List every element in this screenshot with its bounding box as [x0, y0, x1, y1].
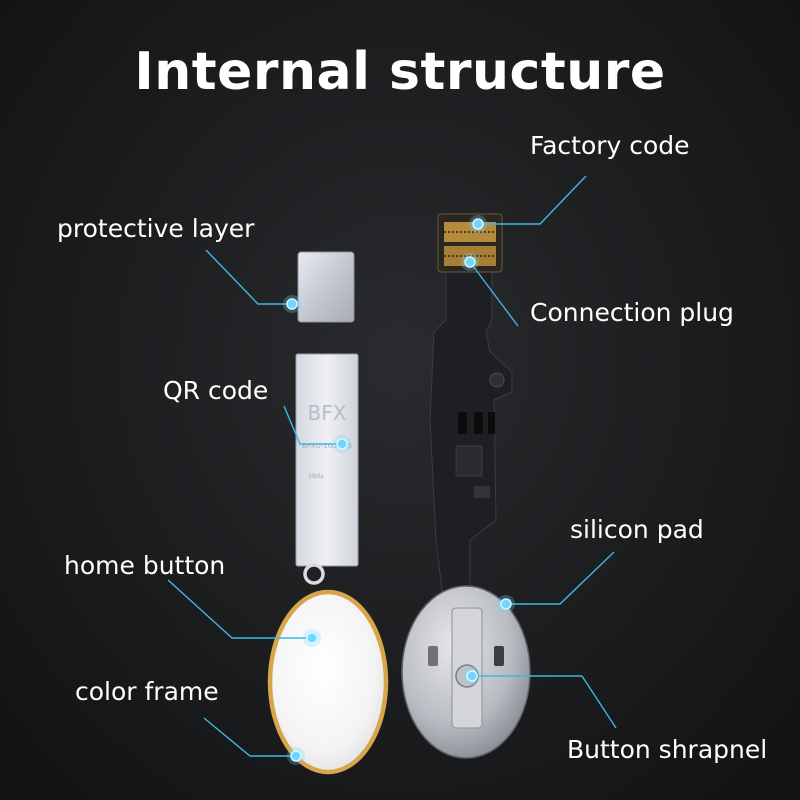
plate-small-text: 5Bda: [308, 473, 324, 480]
label-home-button: home button: [64, 551, 226, 580]
label-button-shrapnel: Button shrapnel: [567, 735, 768, 764]
plate-code: BFXU-1G2D33: [302, 442, 352, 450]
label-silicon-pad: silicon pad: [570, 515, 704, 544]
connection-plug-part: [437, 213, 503, 273]
label-factory-code: Factory code: [530, 131, 690, 160]
plate-brand: BFX: [308, 401, 347, 425]
label-color-frame: color frame: [75, 677, 219, 706]
label-connection-plug: Connection plug: [530, 298, 734, 327]
callout-dots: [283, 215, 515, 765]
color-frame-ring: [267, 589, 389, 775]
callout-leaders: [167, 175, 617, 757]
plate-ring: [303, 563, 325, 585]
protective-layer-part: [297, 251, 355, 323]
button-back-part: [401, 585, 531, 759]
qr-code-plate: BFX BFXU-1G2D33 5Bda: [295, 353, 359, 585]
flex-cable: [429, 261, 513, 607]
home-button-disc: [267, 589, 389, 775]
label-protective-layer: protective layer: [57, 214, 255, 243]
page-title: Internal structure: [134, 42, 666, 102]
label-qr-code: QR code: [163, 376, 269, 405]
